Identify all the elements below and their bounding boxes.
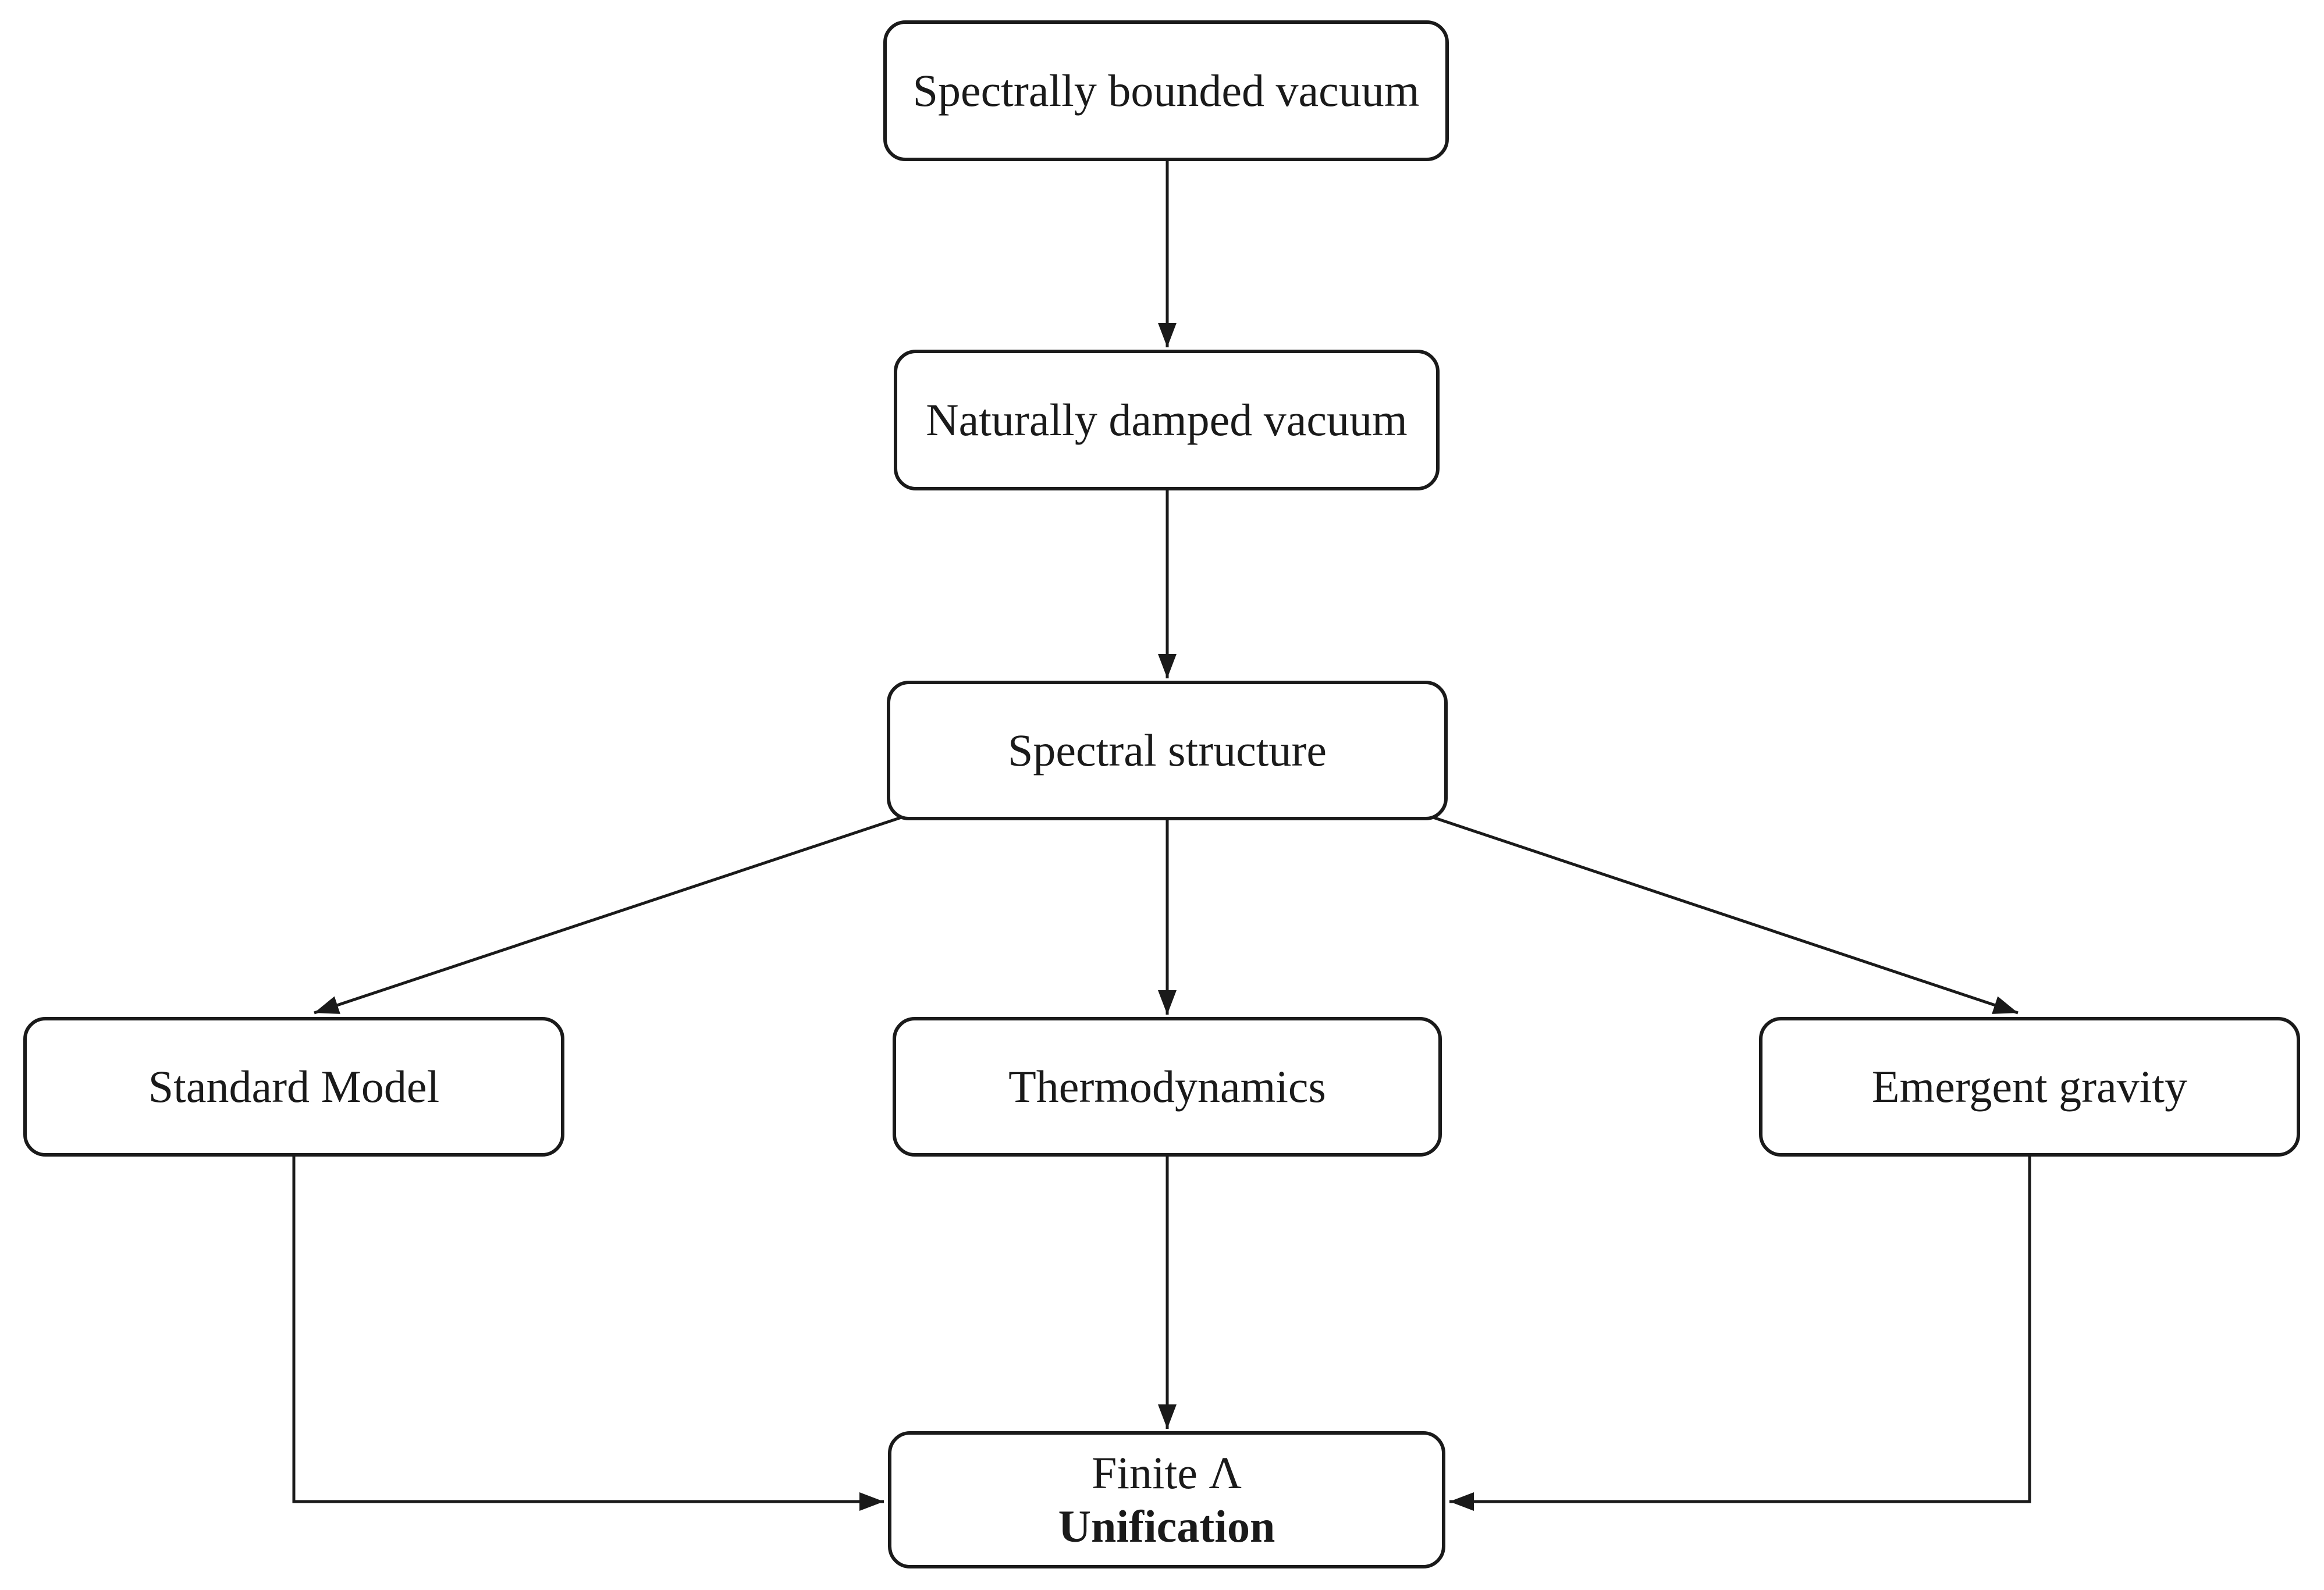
node-label-line2: Unification xyxy=(1058,1501,1275,1552)
edge-standard-model-to-finite-unification xyxy=(292,1157,884,1511)
node-label: Thermodynamics xyxy=(1008,1061,1326,1112)
node-label: Naturally damped vacuum xyxy=(926,394,1408,445)
node-emergent-gravity: Emergent gravity xyxy=(1759,1017,2300,1157)
edge-spectral-structure-to-emergent-gravity xyxy=(1431,815,2019,1015)
node-label: Spectrally bounded vacuum xyxy=(912,65,1420,116)
node-naturally-damped-vacuum: Naturally damped vacuum xyxy=(894,350,1440,490)
node-spectrally-bounded-vacuum: Spectrally bounded vacuum xyxy=(883,20,1449,161)
node-label: Standard Model xyxy=(148,1061,440,1112)
edge-spectral-structure-to-standard-model xyxy=(314,815,904,1015)
edge-emergent-gravity-to-finite-unification xyxy=(1449,1157,2031,1511)
node-standard-model: Standard Model xyxy=(23,1017,564,1157)
node-label: Spectral structure xyxy=(1008,724,1327,776)
node-thermodynamics: Thermodynamics xyxy=(893,1017,1442,1157)
node-label-line1: Finite Λ xyxy=(1091,1447,1242,1498)
node-spectral-structure: Spectral structure xyxy=(887,681,1448,820)
node-label: Emergent gravity xyxy=(1871,1061,2188,1112)
node-finite-lambda-unification: Finite Λ Unification xyxy=(888,1431,1445,1568)
